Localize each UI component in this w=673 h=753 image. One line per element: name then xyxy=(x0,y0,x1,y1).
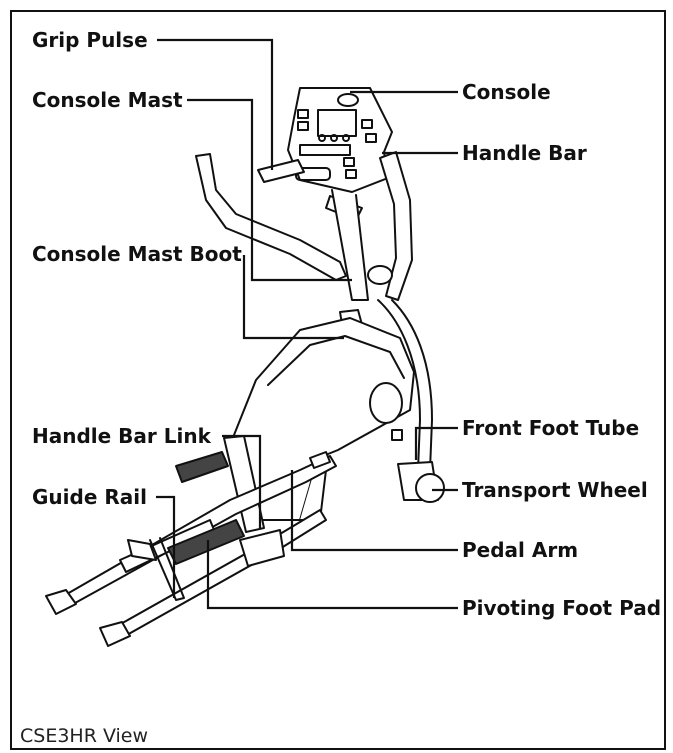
leader-handle-bar-link xyxy=(222,434,262,528)
console-illustration xyxy=(287,87,393,193)
leader-console-mast-boot xyxy=(242,255,344,340)
leader-console-mast xyxy=(187,98,352,282)
label-transport-wheel: Transport Wheel xyxy=(462,478,648,502)
leader-pivoting-foot-pad xyxy=(206,540,458,610)
label-front-foot-tube: Front Foot Tube xyxy=(462,416,640,440)
label-grip-pulse: Grip Pulse xyxy=(32,28,148,52)
label-handle-bar: Handle Bar xyxy=(462,141,587,165)
label-console-mast-boot: Console Mast Boot xyxy=(32,242,242,266)
label-pedal-arm: Pedal Arm xyxy=(462,538,579,562)
leader-front-foot-tube xyxy=(414,426,458,460)
label-handle-bar-link: Handle Bar Link xyxy=(32,424,211,448)
leader-guide-rail xyxy=(156,495,176,598)
label-console-mast: Console Mast xyxy=(32,88,183,112)
label-guide-rail: Guide Rail xyxy=(32,485,147,509)
leader-pedal-arm xyxy=(290,470,458,552)
label-pivoting-foot-pad: Pivoting Foot Pad xyxy=(462,596,662,620)
leader-grip-pulse xyxy=(157,38,274,170)
diagram-caption: CSE3HR View xyxy=(20,725,149,747)
label-console: Console xyxy=(462,80,551,104)
